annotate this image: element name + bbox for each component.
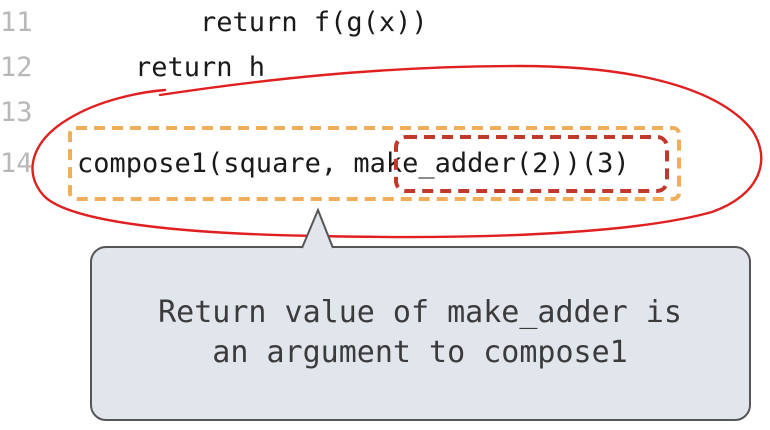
line-number-12: 12 bbox=[0, 52, 33, 83]
line-number-13: 13 bbox=[0, 97, 33, 128]
code-line-12: return h bbox=[70, 52, 266, 83]
callout-line-1: Return value of make_adder is bbox=[158, 295, 682, 330]
hand-drawn-ellipse-icon bbox=[31, 64, 763, 239]
line-number-14: 14 bbox=[0, 148, 33, 179]
callout-bubble bbox=[90, 246, 751, 421]
line-number-11: 11 bbox=[0, 7, 33, 38]
callout-text: Return value of make_adder is an argumen… bbox=[96, 293, 744, 373]
argument-highlight-box bbox=[394, 135, 669, 193]
code-line-14: compose1(square, make_adder(2))(3) bbox=[77, 148, 630, 179]
code-line-11: return f(g(x)) bbox=[70, 7, 428, 38]
callout-line-2: an argument to compose1 bbox=[212, 335, 628, 370]
callout-pointer-outline bbox=[301, 207, 334, 249]
triangle-pointer-icon bbox=[302, 210, 333, 250]
outer-call-highlight-box bbox=[68, 126, 681, 201]
